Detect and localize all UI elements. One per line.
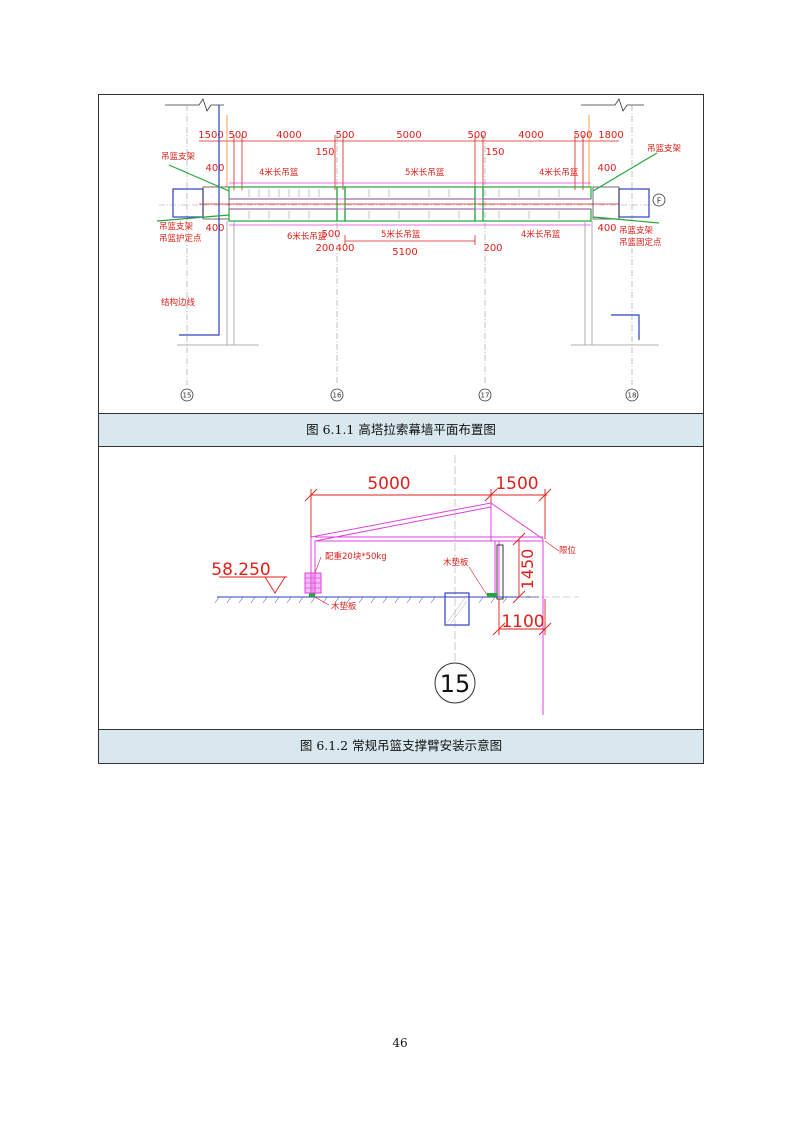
wood-block-right bbox=[487, 593, 497, 597]
axis-f-label: F bbox=[657, 197, 662, 206]
dim-400-tr: 400 bbox=[597, 163, 616, 174]
dim-5000: 5000 bbox=[367, 474, 410, 494]
label-limit: 限位 bbox=[559, 545, 577, 556]
figure-2-caption: 图 6.1.2 常规吊篮支撑臂安装示意图 bbox=[99, 729, 703, 763]
dim-400-br: 400 bbox=[597, 223, 616, 234]
dim-200-l: 200 bbox=[315, 243, 334, 254]
dim-500-b: 500 bbox=[335, 130, 354, 141]
dim-1100: 1100 bbox=[501, 612, 544, 632]
axis-18-label: 18 bbox=[628, 392, 637, 400]
axis-f-bubble bbox=[652, 193, 666, 207]
axis-17-bubble bbox=[478, 388, 492, 402]
dim-1500: 1500 bbox=[495, 474, 538, 494]
dim-400-bot: 400 bbox=[335, 243, 354, 254]
wood-block-left bbox=[309, 593, 315, 597]
label-fixed-br: 吊篮固定点 bbox=[619, 237, 662, 248]
label-4m-tr: 4米长吊篮 bbox=[539, 167, 579, 178]
label-structure-edge: 结构边线 bbox=[161, 297, 196, 308]
elevation-value: 58.250 bbox=[211, 560, 270, 580]
page-number: 46 bbox=[392, 1036, 408, 1050]
dim-4000-b: 4000 bbox=[518, 130, 543, 141]
dim-500-c: 500 bbox=[467, 130, 486, 141]
axis-16-label: 16 bbox=[333, 392, 342, 400]
dim-500-a: 500 bbox=[228, 130, 247, 141]
dim-400-tl: 400 bbox=[205, 163, 224, 174]
dim-5100: 5100 bbox=[392, 247, 417, 258]
axis-15-circle bbox=[434, 662, 476, 704]
figure-1-caption: 图 6.1.1 高塔拉索幕墙平面布置图 bbox=[99, 413, 703, 447]
label-bracket-br: 吊篮支架 bbox=[619, 225, 654, 236]
dim-400-bl: 400 bbox=[205, 223, 224, 234]
figure-frame: 1500 500 4000 500 5000 500 4000 500 1800… bbox=[98, 94, 704, 764]
label-guard-bl: 吊篮护定点 bbox=[159, 233, 202, 244]
dim-500-bot: 500 bbox=[321, 229, 340, 240]
label-bracket-bl: 吊篮支架 bbox=[159, 221, 194, 232]
dim-4000-a: 4000 bbox=[276, 130, 301, 141]
label-counterweight: 配重20块*50kg bbox=[325, 551, 387, 562]
axis-15-bubble bbox=[180, 388, 194, 402]
axis-16-bubble bbox=[330, 388, 344, 402]
dim-1450: 1450 bbox=[518, 549, 537, 590]
dim-150-r: 150 bbox=[485, 147, 504, 158]
label-bracket-tr: 吊篮支架 bbox=[647, 143, 682, 154]
label-bracket-tl: 吊篮支架 bbox=[161, 151, 196, 162]
label-wood-block-left: 木垫板 bbox=[331, 601, 357, 612]
label-5m-bottom: 5米长吊篮 bbox=[381, 229, 421, 240]
dim-500-d: 500 bbox=[573, 130, 592, 141]
dim-5000: 5000 bbox=[396, 130, 421, 141]
axis-17-label: 17 bbox=[481, 392, 490, 400]
axis-15-label: 15 bbox=[440, 670, 471, 698]
dim-200-r: 200 bbox=[483, 243, 502, 254]
label-4m-br: 4米长吊篮 bbox=[521, 229, 561, 240]
label-wood-block-right: 木垫板 bbox=[443, 557, 469, 568]
dim-1500: 1500 bbox=[198, 130, 223, 141]
axis-15-label: 15 bbox=[183, 392, 192, 400]
dim-1800: 1800 bbox=[598, 130, 623, 141]
plan-drawing: 1500 500 4000 500 5000 500 4000 500 1800… bbox=[99, 95, 703, 413]
label-6m-bl: 6米长吊篮 bbox=[287, 231, 327, 242]
dim-150-l: 150 bbox=[315, 147, 334, 158]
label-5m-top: 5米长吊篮 bbox=[405, 167, 445, 178]
support-arm-drawing: 5000 1500 1100 58.250 1450 配重20块*50kg 木垫… bbox=[99, 447, 703, 729]
axis-18-bubble bbox=[625, 388, 639, 402]
label-4m-tl: 4米长吊篮 bbox=[259, 167, 299, 178]
